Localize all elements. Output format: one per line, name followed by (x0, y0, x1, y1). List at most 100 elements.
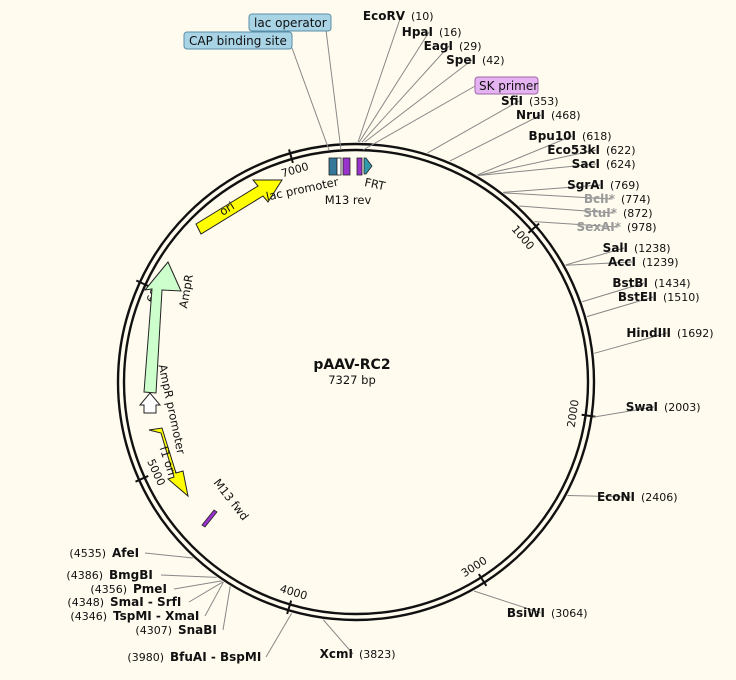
restriction-site[interactable]: EcoRV(10) (357, 9, 434, 143)
site-name: PmeI (133, 582, 167, 596)
site-name: TspMI - XmaI (113, 609, 199, 623)
site-position: (1238) (634, 242, 671, 255)
site-position: (3823) (359, 648, 396, 661)
site-name: Bpu10I (529, 129, 576, 143)
site-leader-line (593, 406, 655, 418)
site-position: (3064) (551, 607, 588, 620)
feature-frt-arrow[interactable] (363, 157, 373, 175)
site-leader-line (160, 574, 217, 578)
restriction-site[interactable]: SexAI*(978) (534, 220, 657, 234)
site-leader-line (188, 581, 224, 603)
restriction-site[interactable]: XcmI (3823) (320, 619, 396, 661)
site-position: (1239) (642, 256, 679, 269)
sk-primer-text: SK primer (479, 79, 538, 93)
site-position: (618) (582, 130, 612, 143)
restriction-site[interactable]: EagI(29) (361, 39, 482, 143)
site-name: EagI (424, 39, 453, 53)
site-leader-line (477, 135, 573, 176)
restriction-site[interactable]: (4535)AfeI (69, 546, 193, 560)
restriction-site[interactable]: SwaI(2003) (593, 400, 701, 418)
restriction-site[interactable]: SacI(624) (478, 157, 636, 177)
feature-frt-label: FRT (363, 175, 387, 193)
feature-ori-arrow[interactable] (195, 179, 283, 235)
site-name: HindIII (626, 326, 671, 340)
site-name: EcoNI (597, 490, 635, 504)
restriction-site[interactable]: (4348)SmaI - SrfI (67, 581, 224, 609)
feature-cap-site-block[interactable] (336, 157, 342, 176)
restriction-site[interactable]: Eco53kI(622) (477, 143, 636, 176)
site-name: XcmI (320, 647, 353, 661)
backbone-outer-ring (116, 142, 596, 622)
cap-binding-site-box[interactable] (183, 31, 293, 50)
site-position: (468) (551, 109, 581, 122)
restriction-site[interactable]: SgrAI(769) (503, 178, 640, 193)
cap-binding-site-text: CAP binding site (189, 34, 287, 48)
restriction-site[interactable]: AccI (1239) (565, 255, 679, 269)
restriction-site[interactable]: BsiWI (3064) (473, 590, 588, 620)
feature-m13-fwd-arrow[interactable] (201, 509, 218, 528)
restriction-site[interactable]: SpeI (42) (364, 53, 505, 143)
feature-f1-ori-arrow[interactable] (148, 427, 189, 498)
site-leader-line (565, 261, 633, 266)
site-name: BsiWI (507, 606, 545, 620)
site-name: SalI (603, 241, 628, 255)
site-name: BstEII (618, 290, 657, 304)
site-position: (2003) (664, 401, 701, 414)
restriction-site[interactable]: SalI (1238) (565, 241, 671, 266)
restriction-site[interactable]: SfiI(353) (427, 94, 559, 154)
site-leader-line (222, 586, 231, 631)
restriction-site[interactable]: BclI* (774) (503, 192, 651, 206)
site-position: (4356) (90, 583, 127, 596)
site-leader-line (503, 192, 612, 200)
site-name: AccI (608, 255, 636, 269)
feature-ori-label: ori (217, 199, 237, 219)
feature-lac-promoter-block[interactable] (328, 157, 338, 176)
site-name: SacI (572, 157, 600, 171)
restriction-site[interactable]: (4307)SnaBI (135, 586, 231, 637)
site-position: (872) (623, 207, 653, 220)
feature-ampr-label: AmpR (176, 273, 196, 309)
restriction-site[interactable]: Bpu10I (618) (477, 129, 612, 176)
site-position: (16) (439, 26, 462, 39)
site-leader-line (477, 149, 597, 176)
restriction-site[interactable]: EcoNI(2406) (567, 490, 678, 504)
site-position: (42) (482, 54, 505, 67)
feature-ampr-promoter-label: AmpR promoter (156, 363, 189, 456)
tick-mark (135, 279, 150, 288)
restriction-site[interactable]: HindIII(1692) (594, 326, 714, 354)
restriction-site[interactable]: (4346)TspMI - XmaI (70, 581, 224, 623)
sk-primer-box[interactable] (474, 76, 539, 95)
site-name: SpeI (446, 53, 476, 67)
restriction-site[interactable]: StuI*(872) (519, 205, 653, 220)
tick-label: 7000 (280, 160, 311, 180)
feature-sk-primer-block[interactable] (356, 157, 363, 176)
restriction-site[interactable]: (4356) PmeI (90, 580, 222, 596)
restriction-site[interactable]: NruI(468) (449, 108, 581, 162)
site-position: (769) (610, 179, 640, 192)
feature-ampr-promoter-arrow[interactable] (138, 392, 162, 414)
site-leader-line (478, 163, 597, 177)
tick-mark (527, 222, 540, 234)
site-name: BclI* (584, 192, 616, 206)
boxed-labels: lac operator CAP binding site SK primer (183, 13, 539, 151)
feature-ampr-arrow[interactable] (143, 261, 182, 394)
site-name: EcoRV (363, 9, 406, 23)
restriction-site[interactable]: BstEII(1510) (586, 290, 700, 318)
feature-m13-fwd-label: M13 fwd (211, 476, 252, 523)
site-leader-line (361, 45, 450, 143)
restriction-site[interactable]: (3980)BfuAI - BspMI (127, 612, 293, 664)
restriction-site[interactable]: HpaI(16) (358, 25, 462, 143)
lac-operator-box[interactable] (248, 13, 332, 32)
site-leader-line (565, 247, 625, 266)
feature-m13-rev-label: M13 rev (325, 193, 372, 207)
leader-sk-primer (362, 84, 478, 151)
restriction-site[interactable]: BstBI(1434) (582, 276, 691, 303)
site-position: (774) (621, 193, 651, 206)
site-name: SfiI (501, 94, 523, 108)
site-leader-line (449, 114, 542, 162)
feature-m13-rev-block[interactable] (342, 157, 351, 176)
site-leader-line (265, 612, 293, 658)
restriction-site[interactable]: (4386)BmgBI (66, 568, 217, 582)
site-leader-line (473, 590, 542, 614)
